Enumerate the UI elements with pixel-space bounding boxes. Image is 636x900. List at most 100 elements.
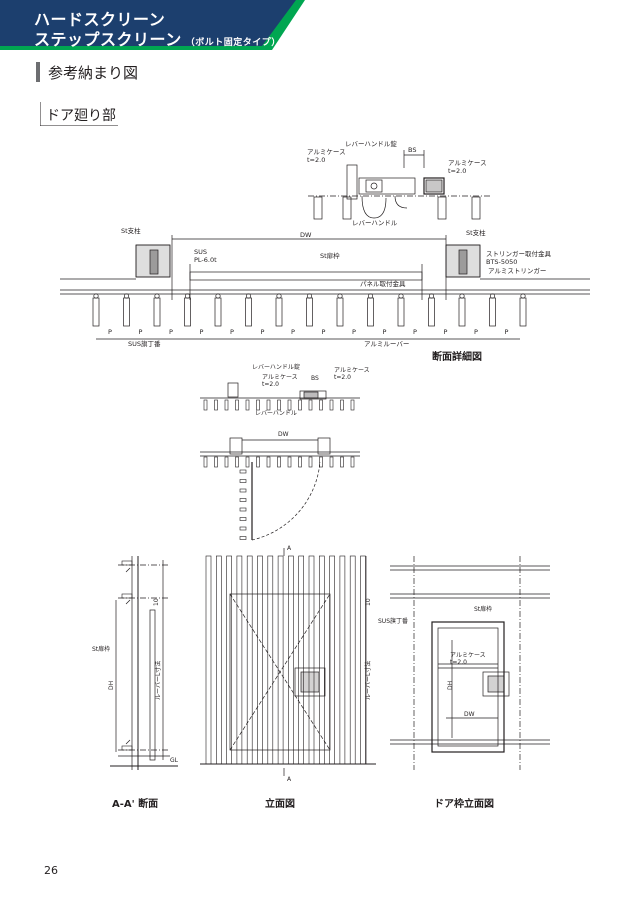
pitch-label: P	[413, 328, 417, 336]
louver-blade	[153, 297, 161, 327]
swing-louver-blade	[287, 456, 292, 468]
label-frame-dh: DH	[447, 681, 454, 690]
small-plan-louvers	[203, 399, 355, 411]
louver-bolt	[276, 293, 282, 299]
label-small-bs: BS	[311, 375, 319, 382]
elevation-louver	[360, 555, 366, 765]
header-banner: ハードスクリーン ステップスクリーン（ボルト固定タイプ）	[0, 0, 636, 50]
label-small-lever-handle: レバーハンドル	[255, 410, 297, 417]
louver-blade	[306, 297, 313, 327]
pitch-label: P	[169, 328, 173, 336]
title-line1: ハードスクリーン	[34, 10, 166, 29]
subsection-heading: ドア廻り部	[40, 102, 120, 126]
small-plan	[200, 382, 360, 400]
louver-blade	[275, 297, 283, 327]
label-small-alumi-case-a: アルミケース	[262, 374, 298, 381]
pitch-label: P	[291, 328, 295, 336]
elevation-louver	[308, 555, 315, 765]
label-frame-t: t=2.0	[450, 659, 467, 666]
label-st-post-right: St支柱	[466, 228, 486, 237]
section-aa	[110, 556, 178, 770]
swing-louver-blade	[245, 456, 250, 468]
elevation-view	[200, 548, 376, 776]
label-elev-a-bottom: A	[287, 776, 292, 783]
pitch-label: P	[444, 328, 448, 336]
elevation-louver	[246, 555, 253, 765]
label-lever-lock: レバーハンドル錠	[345, 139, 397, 148]
section-heading: 参考納まり図	[36, 62, 138, 82]
swing-louver-blade	[340, 456, 344, 468]
louver-bolt	[398, 293, 404, 299]
elevation-louver	[329, 555, 335, 765]
small-louver-blade	[319, 399, 323, 411]
label-alumi-case-right: アルミケース	[448, 159, 487, 167]
plan-section	[60, 235, 590, 340]
label-frame-alumi-case: アルミケース	[450, 652, 486, 659]
small-louver-blade	[350, 399, 355, 411]
elevation-louver	[257, 555, 263, 765]
louver-blade	[123, 297, 130, 327]
elevation-louvers	[205, 555, 366, 765]
elevation-louver	[277, 555, 284, 765]
pitch-label: P	[474, 328, 478, 336]
label-sus: SUS	[194, 248, 207, 256]
swing-louver-blade	[266, 456, 271, 468]
louver-bolt	[520, 293, 526, 299]
section-title: 参考納まり図	[48, 63, 139, 82]
elevation-louver	[236, 555, 243, 765]
page-number: 26	[44, 864, 58, 877]
pitch-label: P	[108, 328, 112, 336]
swing-louver-blade	[256, 456, 260, 468]
swing-louver-blade	[277, 456, 281, 468]
label-dw: DW	[300, 231, 312, 239]
swing-louver-blade	[319, 456, 323, 468]
louver-bolt	[123, 293, 130, 299]
plan-louvers	[92, 293, 527, 327]
aa-stringer	[121, 745, 133, 751]
louver-blade	[397, 297, 405, 327]
swing-louver-blade	[329, 456, 334, 468]
swing-plan	[200, 437, 360, 541]
small-louver-blade	[224, 399, 229, 411]
section-aa-louvers	[121, 560, 133, 751]
label-small-t-a: t=2.0	[262, 381, 279, 388]
label-frame-st-frame: St扉枠	[474, 605, 492, 613]
label-small-t-b: t=2.0	[334, 374, 351, 381]
label-frame-sus-hinge: SUS旗丁番	[378, 617, 408, 625]
label-st-frame: St扉枠	[320, 251, 340, 260]
elevation-louver	[349, 555, 356, 765]
swing-louver-blade	[214, 456, 218, 468]
label-frame-dw: DW	[464, 711, 475, 718]
louver-blade	[489, 297, 496, 327]
pitch-label: P	[322, 328, 326, 336]
swing-louver-blade	[224, 456, 229, 468]
caption-section-aa: A-A' 断面	[112, 799, 159, 810]
louver-blade	[245, 297, 252, 327]
louver-bolt	[245, 293, 252, 299]
louver-blade	[458, 297, 466, 327]
louver-bolt	[184, 293, 191, 299]
louver-bolt	[459, 293, 465, 299]
elevation-louver	[216, 555, 222, 765]
louver-blade	[214, 297, 222, 327]
subsection-title: ドア廻り部	[46, 108, 116, 124]
leaf-louver-blade	[239, 488, 247, 493]
aa-stringer	[121, 593, 133, 599]
label-t-left: t=2.0	[307, 156, 325, 164]
label-panel-bracket: パネル取付金具	[360, 279, 406, 288]
small-louver-blade	[277, 399, 281, 411]
elevation-louver	[298, 555, 305, 765]
small-louver-blade	[256, 399, 260, 411]
louver-bolt	[93, 293, 99, 299]
label-t-right: t=2.0	[448, 167, 466, 175]
label-elev-10: 10	[365, 598, 372, 606]
pitch-label: P	[230, 328, 234, 336]
elevation-louver	[318, 555, 325, 765]
label-bs: BS	[408, 146, 416, 154]
elevation-louver	[267, 555, 274, 765]
elevation-louver	[205, 555, 212, 765]
louver-bolt	[215, 293, 221, 299]
small-louver-blade	[235, 399, 239, 411]
section-bar	[36, 62, 40, 82]
